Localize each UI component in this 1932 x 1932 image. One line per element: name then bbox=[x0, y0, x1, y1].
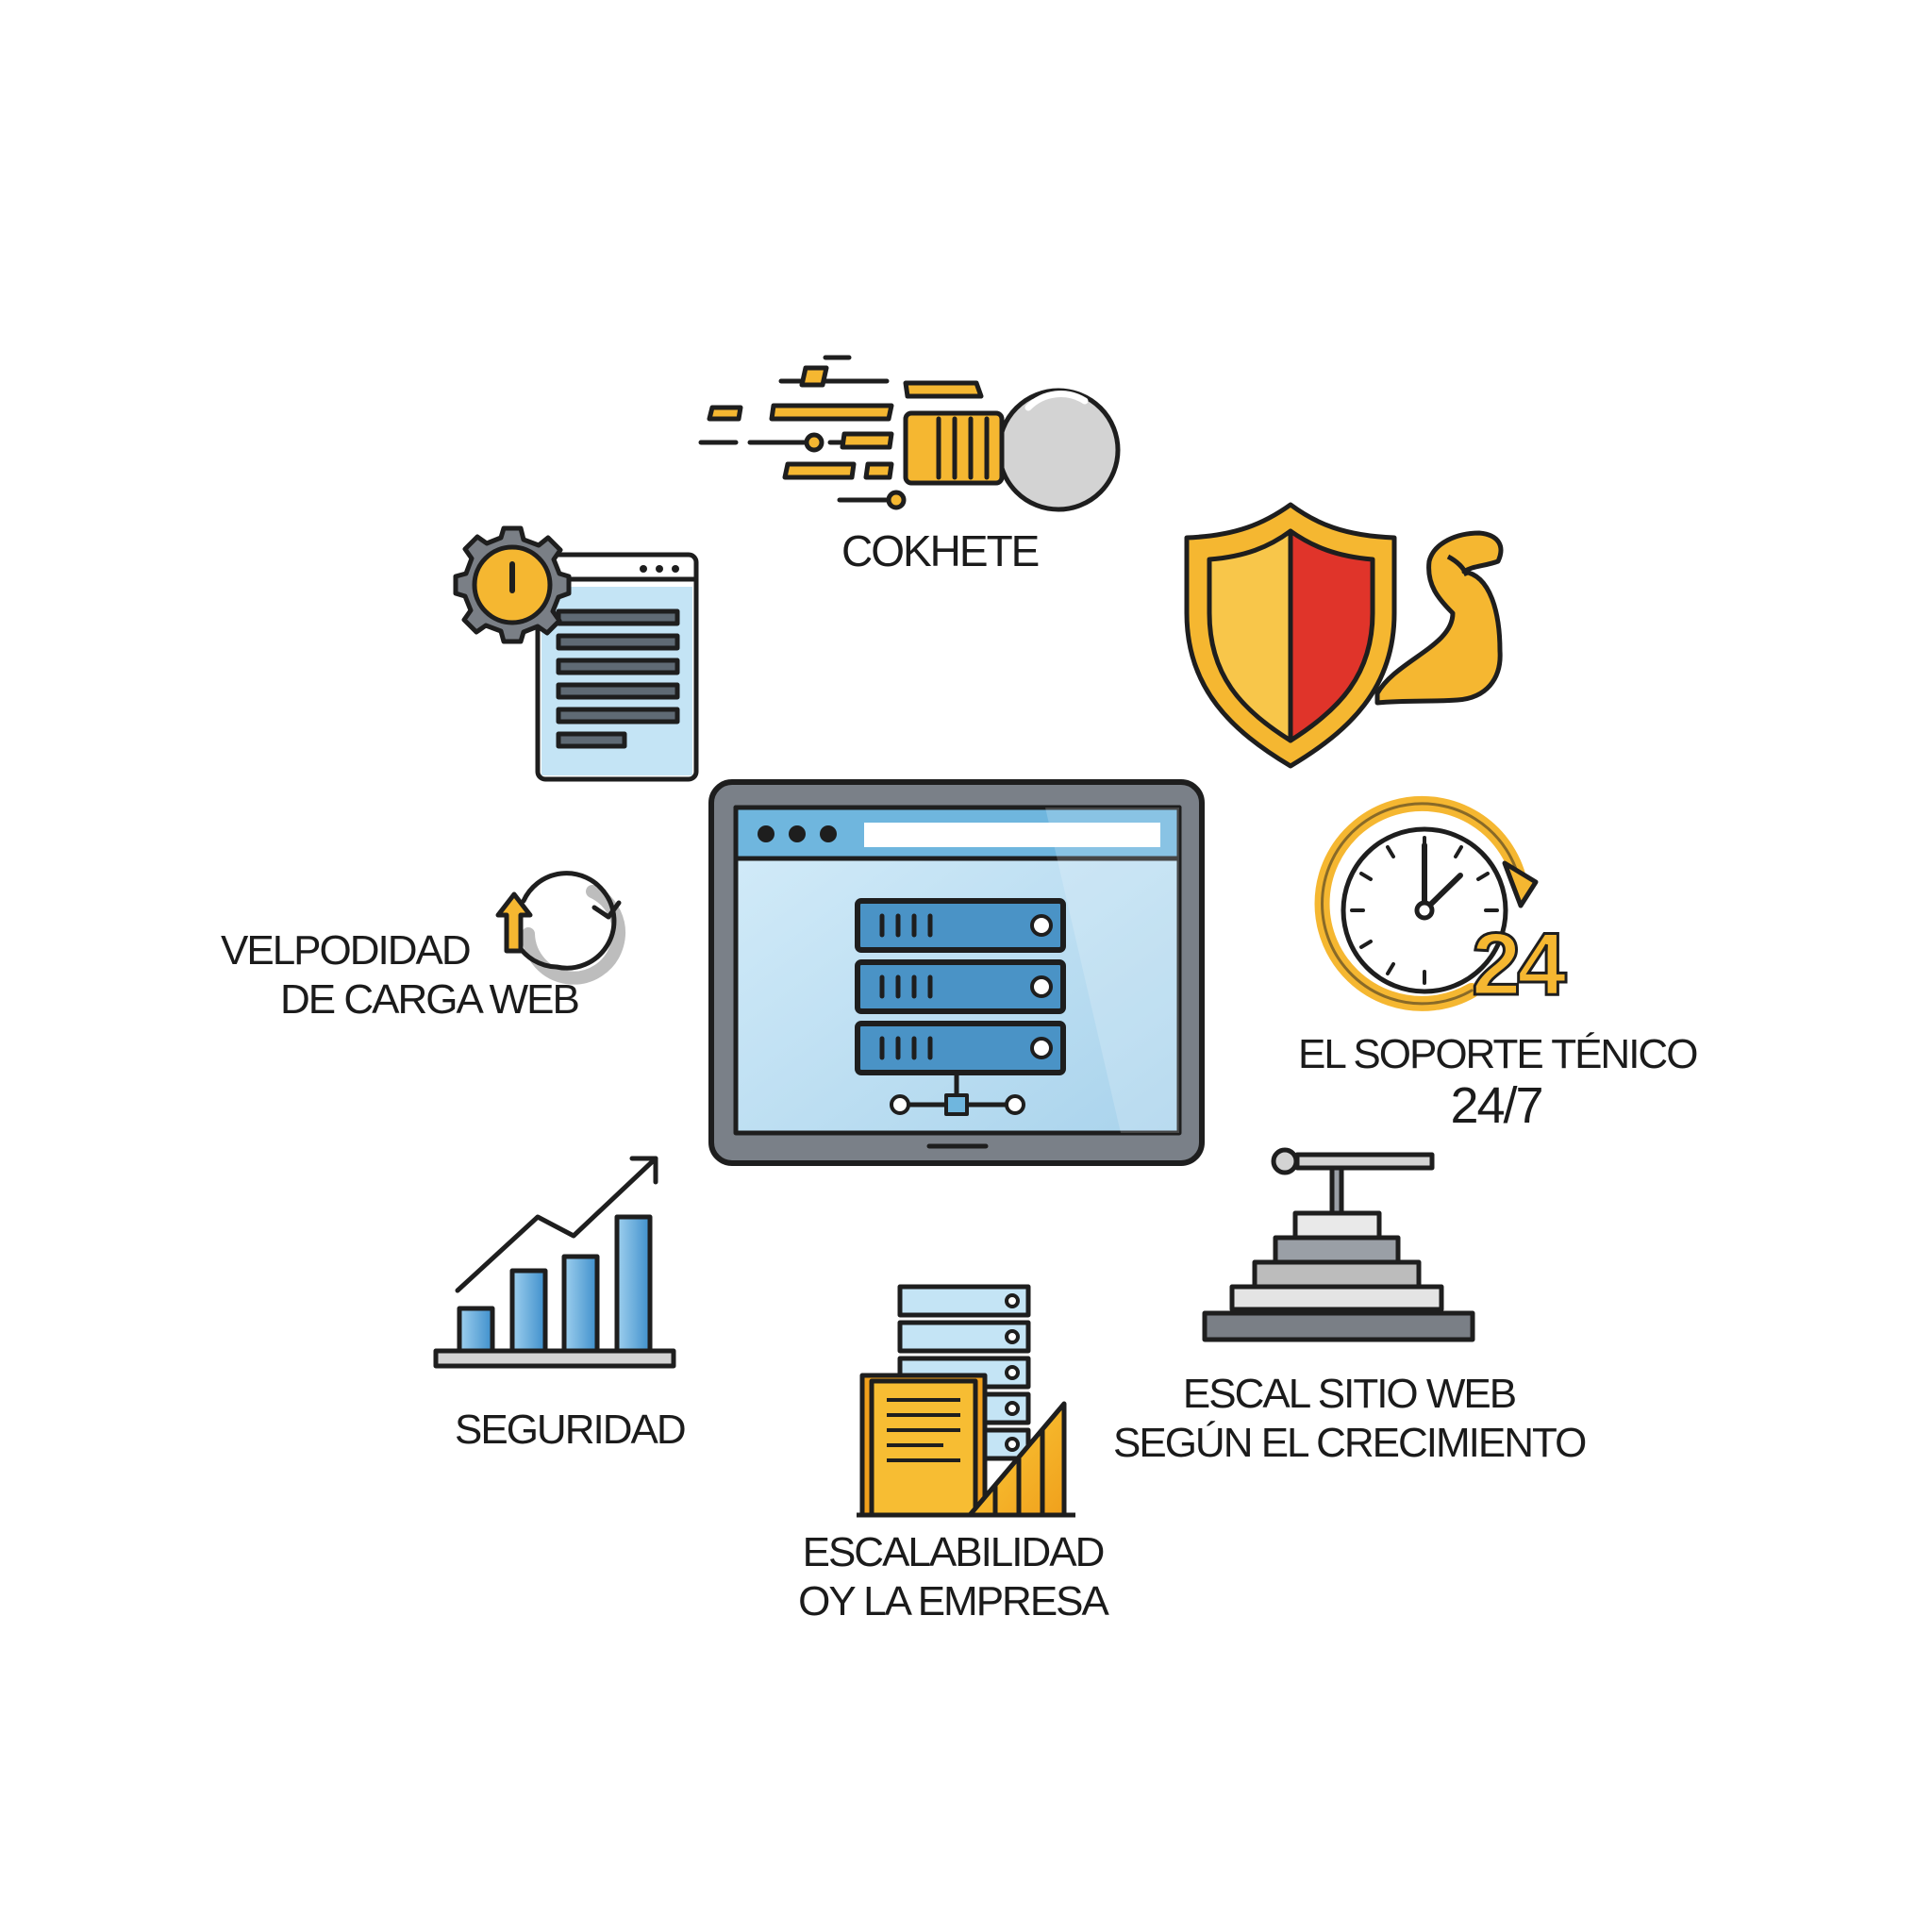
gear-document-icon bbox=[453, 525, 699, 782]
rocket-label-text: COKHETE bbox=[841, 526, 1040, 575]
scale-company-label-line1: ESCALABILIDAD bbox=[802, 1529, 1106, 1575]
security-label-text: SEGURIDAD bbox=[455, 1407, 687, 1453]
clock-24-number: 24 bbox=[1472, 914, 1566, 1013]
support-label-line1: EL SOPORTE TÉNICO bbox=[1298, 1031, 1698, 1077]
refresh-arrow-icon bbox=[495, 871, 625, 985]
speed-label-line2: DE CARGA WEB bbox=[280, 976, 580, 1023]
support-label-line2: 24/7 bbox=[1450, 1077, 1543, 1134]
rocket-lightbulb-icon bbox=[698, 355, 1121, 512]
speed-label-line1: VELPODIDAD bbox=[221, 927, 472, 974]
scale-site-label-line2: SEGÚN EL CRECIMIENTO bbox=[1113, 1420, 1587, 1466]
speed-label: VELPODIDAD DE CARGA WEB bbox=[221, 926, 580, 1024]
security-label: SEGURIDAD bbox=[455, 1406, 687, 1455]
scale-site-label-line1: ESCAL SITIO WEB bbox=[1182, 1371, 1517, 1417]
scale-company-label-line2: OY LA EMPRESA bbox=[798, 1578, 1109, 1624]
rocket-label: COKHETE bbox=[841, 526, 1040, 575]
clock-24-icon bbox=[1314, 795, 1539, 1011]
pyramid-stand-icon bbox=[1202, 1147, 1475, 1342]
support-label: EL SOPORTE TÉNICO 24/7 bbox=[1298, 1030, 1698, 1134]
scale-site-label: ESCAL SITIO WEB SEGÚN EL CRECIMIENTO bbox=[1113, 1370, 1587, 1468]
browser-server-icon bbox=[708, 779, 1205, 1166]
growth-bar-chart-icon bbox=[433, 1156, 676, 1369]
server-documents-icon bbox=[857, 1284, 1075, 1518]
scale-company-label: ESCALABILIDAD OY LA EMPRESA bbox=[783, 1528, 1123, 1626]
shield-muscle-icon bbox=[1184, 502, 1504, 769]
